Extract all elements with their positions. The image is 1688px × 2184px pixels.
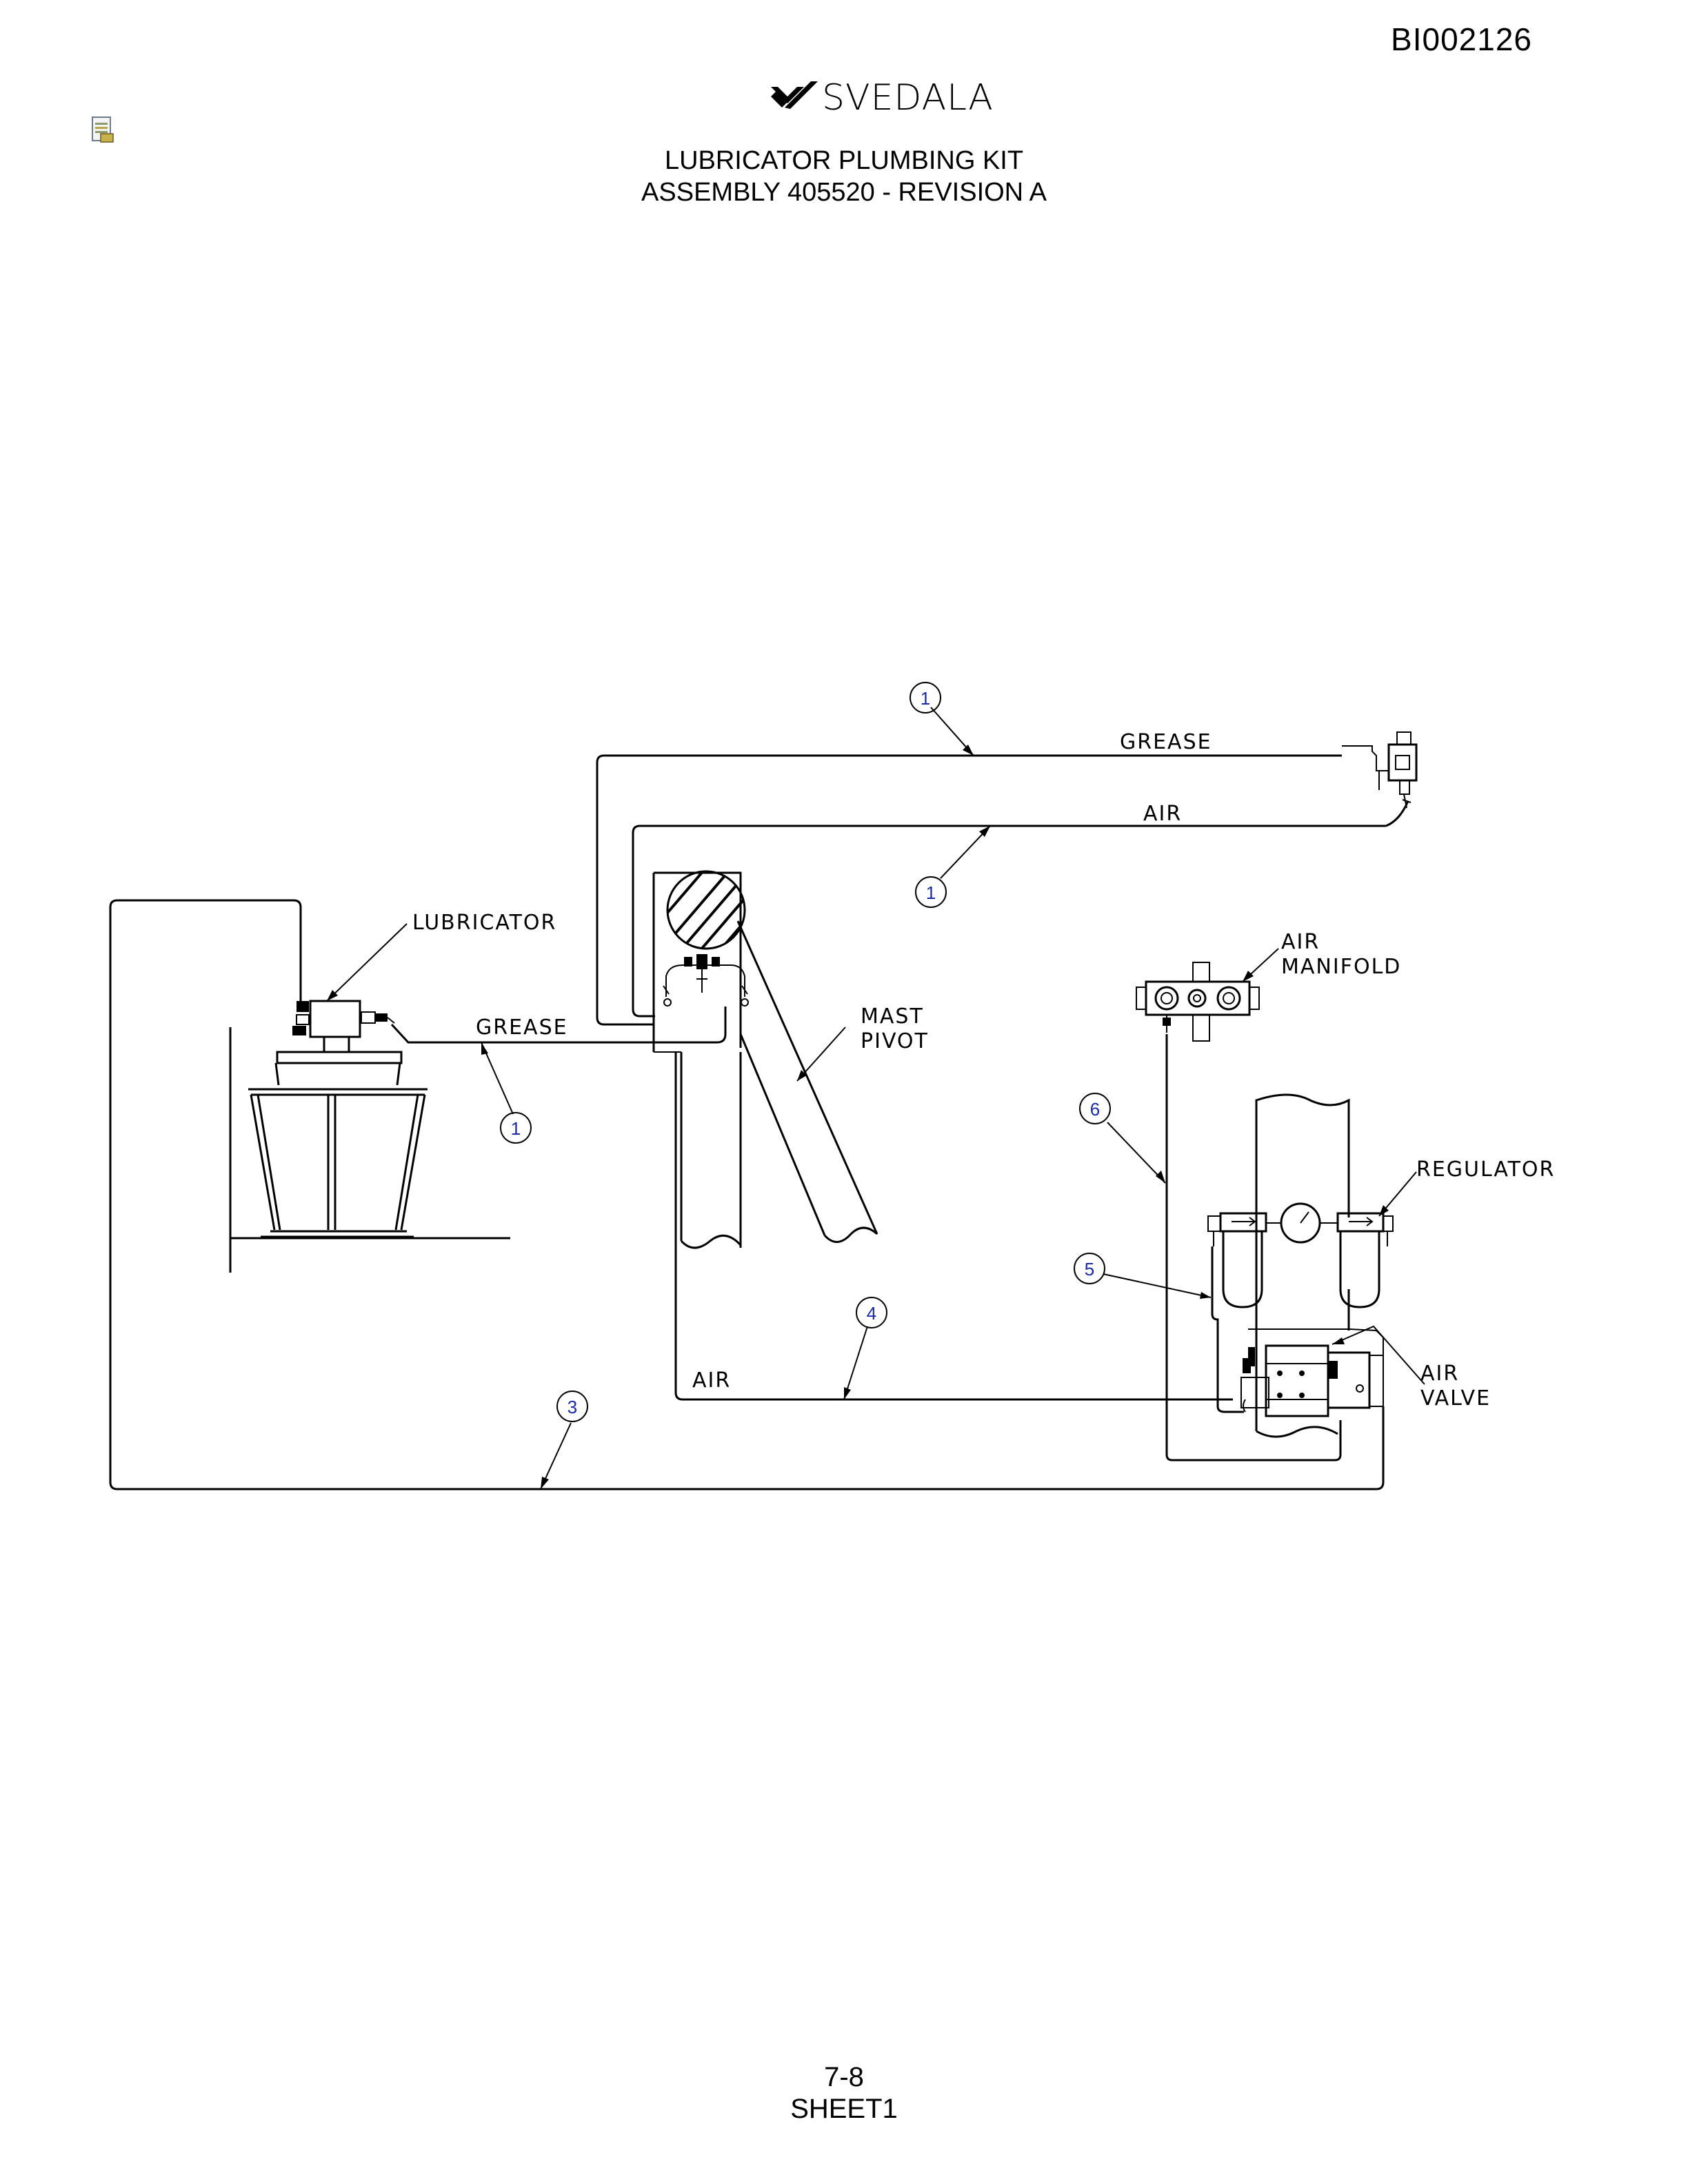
- callout-1-air-number: 1: [926, 882, 936, 903]
- callout-5: 5: [1074, 1253, 1105, 1284]
- callout-1-top: 1: [910, 682, 941, 714]
- label-air-top: AIR: [1143, 802, 1182, 826]
- mast-pivot-structure: [652, 870, 878, 1249]
- label-grease-left: GREASE: [476, 1015, 568, 1040]
- label-mast: MAST: [861, 1004, 924, 1029]
- air-line-bottom: [674, 1052, 1233, 1401]
- label-air-bottom: AIR: [692, 1368, 731, 1393]
- document-icon[interactable]: [91, 116, 116, 143]
- label-pivot: PIVOT: [861, 1029, 929, 1053]
- grease-line-left: [390, 1007, 727, 1044]
- callout-3: 3: [556, 1391, 588, 1422]
- label-lubricator: LUBRICATOR: [412, 911, 556, 935]
- grease-line-top: [596, 754, 1342, 1026]
- label-air-valve-2: VALVE: [1420, 1386, 1491, 1410]
- air-manifold: [1136, 962, 1342, 1462]
- label-grease-top: GREASE: [1120, 730, 1212, 754]
- title-line-1: LUBRICATOR PLUMBING KIT: [664, 146, 1024, 175]
- lubricator-assembly: [109, 899, 1385, 1490]
- label-air-valve-1: AIR: [1420, 1362, 1459, 1386]
- sheet-label: SHEET1: [790, 2094, 898, 2124]
- drawing-title: LUBRICATOR PLUMBING KIT ASSEMBLY 405520 …: [0, 145, 1688, 208]
- air-line-top: [632, 800, 1409, 1018]
- svedala-logo-icon: [771, 81, 818, 109]
- callout-4-number: 4: [867, 1303, 876, 1324]
- label-regulator: REGULATOR: [1416, 1157, 1555, 1182]
- callout-6-number: 6: [1090, 1099, 1100, 1120]
- title-line-2: ASSEMBLY 405520 - REVISION A: [641, 178, 1047, 207]
- regulator-assembly: [1207, 1093, 1394, 1438]
- callout-1-grease: 1: [500, 1112, 532, 1144]
- callout-1-top-number: 1: [921, 688, 930, 709]
- callout-4: 4: [856, 1297, 887, 1328]
- label-air-manifold-1: AIR: [1281, 930, 1320, 954]
- grease-valve-fitting: [1342, 731, 1418, 809]
- callout-1-grease-number: 1: [511, 1118, 521, 1139]
- leader-lines: [326, 707, 1425, 1490]
- callout-5-number: 5: [1085, 1259, 1094, 1280]
- label-air-manifold-2: MANIFOLD: [1281, 955, 1401, 979]
- callout-3-number: 3: [567, 1397, 577, 1417]
- logo-text: SVEDALA: [822, 77, 994, 119]
- callout-6: 6: [1079, 1093, 1111, 1124]
- page-number: 7-8: [824, 2062, 864, 2092]
- page-footer: 7-8 SHEET1: [0, 2061, 1688, 2125]
- svedala-logo: SVEDALA: [770, 77, 994, 119]
- document-id: BI002126: [1391, 21, 1532, 57]
- callout-1-air: 1: [915, 876, 947, 908]
